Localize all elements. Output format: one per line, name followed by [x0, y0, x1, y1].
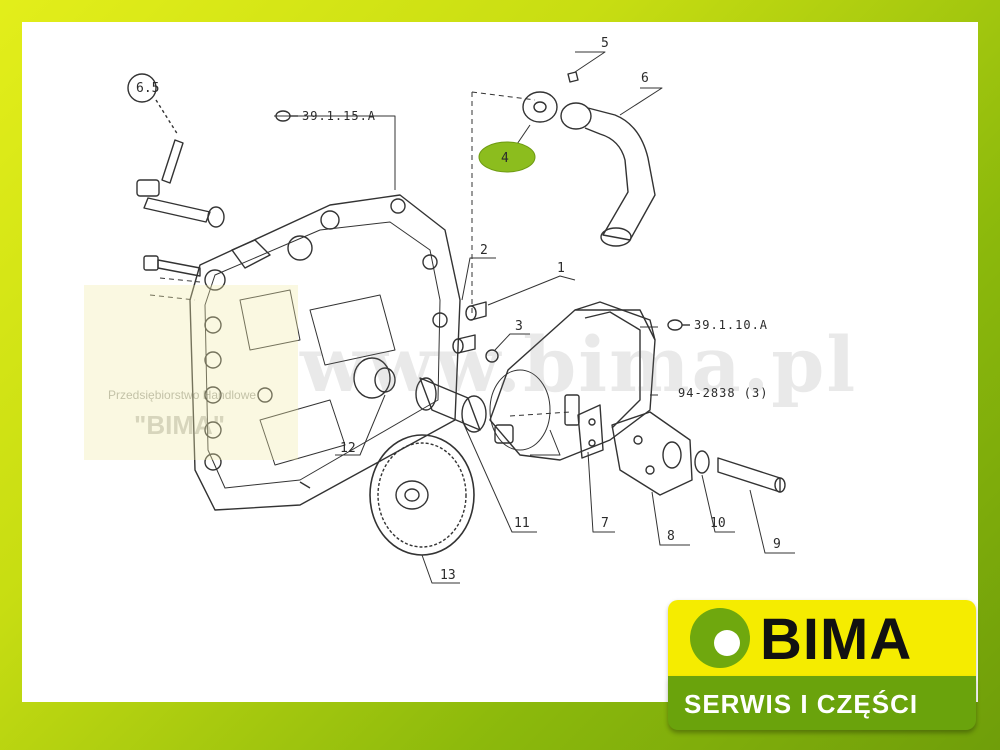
bima-logo: BIMA SERWIS I CZĘŚCI	[664, 600, 978, 734]
diagram-panel	[22, 22, 978, 702]
watermark-name: "BIMA"	[134, 410, 226, 440]
o-ring-and-pipe	[694, 450, 786, 493]
callout-10: 10	[710, 516, 726, 531]
drive-gear	[369, 434, 475, 556]
callout-1: 1	[557, 261, 565, 276]
pump-cover	[611, 411, 693, 496]
left-bolt	[143, 255, 201, 277]
callout-3: 3	[515, 319, 523, 334]
watermark-block	[84, 285, 298, 460]
leader-lines	[274, 51, 795, 584]
watermark-company: Przedsiębiorstwo Handlowe	[108, 388, 257, 402]
ref-label-right: 39.1.10.A	[694, 318, 768, 332]
top-left-bolt	[127, 73, 225, 228]
suction-pipe	[560, 71, 656, 247]
ref-symbol-icon	[275, 110, 298, 122]
callout-8: 8	[667, 529, 675, 544]
callout-9: 9	[773, 537, 781, 552]
callout-13: 13	[440, 568, 456, 583]
ref-label-top: 39.1.15.A	[302, 109, 376, 123]
circle-label: 6.5	[136, 81, 159, 96]
logo-top-panel: BIMA	[668, 600, 976, 676]
dowel-pins	[452, 301, 499, 363]
shaft-sleeve	[415, 377, 487, 433]
callout-7: 7	[601, 516, 609, 531]
callout-6: 6	[641, 71, 649, 86]
highlight-part-4	[478, 141, 536, 173]
callout-4: 4	[501, 151, 509, 166]
callout-11: 11	[514, 516, 530, 531]
callout-5: 5	[601, 36, 609, 51]
logo-bottom-panel: SERWIS I CZĘŚCI	[668, 676, 976, 730]
callout-2: 2	[480, 243, 488, 258]
hydraulic-pump	[489, 301, 656, 461]
logo-tagline: SERWIS I CZĘŚCI	[684, 689, 919, 719]
watermark-url: www.bima.pl	[300, 320, 858, 409]
callout-12: 12	[340, 441, 356, 456]
ref-code-right: 94-2838 (3)	[678, 386, 768, 400]
pump-gasket	[577, 404, 604, 459]
logo-ball-highlight	[714, 630, 740, 656]
assembly-guides	[149, 91, 571, 417]
washer	[522, 91, 558, 123]
logo-name: BIMA	[760, 607, 913, 672]
ref-symbol-icon	[667, 319, 690, 331]
